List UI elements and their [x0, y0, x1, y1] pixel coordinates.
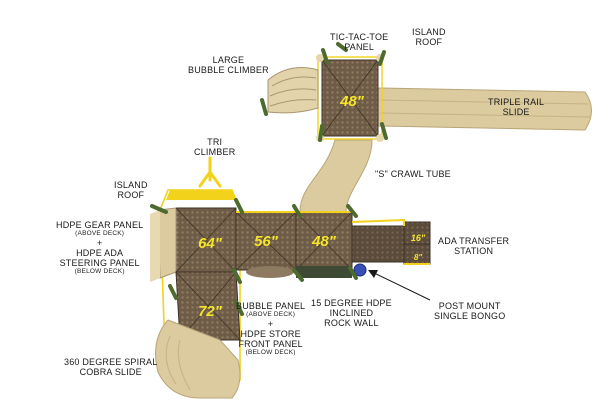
transfer-high-size: 16": [411, 233, 426, 243]
spiral-cobra-slide: [155, 319, 241, 399]
center-decks: [235, 211, 353, 278]
triple-rail-slide: [374, 87, 592, 131]
s-crawl-tube-label: "S" CRAWL TUBE: [375, 169, 451, 179]
bongo-pointer-arrow: [368, 270, 431, 301]
left-deck-size: 64": [198, 235, 223, 252]
large-bubble-climber: [267, 67, 319, 114]
single-bongo: [353, 263, 367, 277]
bottom-deck-size: 72": [198, 303, 223, 320]
middle-deck-size: 56": [254, 233, 279, 250]
bubble-panel-label: BUBBLE PANEL (ABOVE DECK) + HDPE STORE F…: [236, 301, 306, 356]
tri-climber: [166, 156, 236, 200]
lower-structure-posts: [150, 198, 358, 316]
top-deck: [316, 54, 384, 142]
bottom-deck: [175, 271, 241, 341]
transfer-low-size: 8": [414, 253, 422, 262]
right-deck-size: 48": [311, 233, 337, 250]
top-deck-size: 48": [339, 93, 365, 110]
ada-transfer-station-drawing: [351, 218, 431, 265]
hdpe-gear-panel-label: HDPE GEAR PANEL (ABOVE DECK) + HDPE ADA …: [56, 220, 144, 275]
left-deck: [150, 207, 237, 282]
s-crawl-tube: [299, 139, 373, 213]
top-deck-posts: [260, 42, 388, 142]
